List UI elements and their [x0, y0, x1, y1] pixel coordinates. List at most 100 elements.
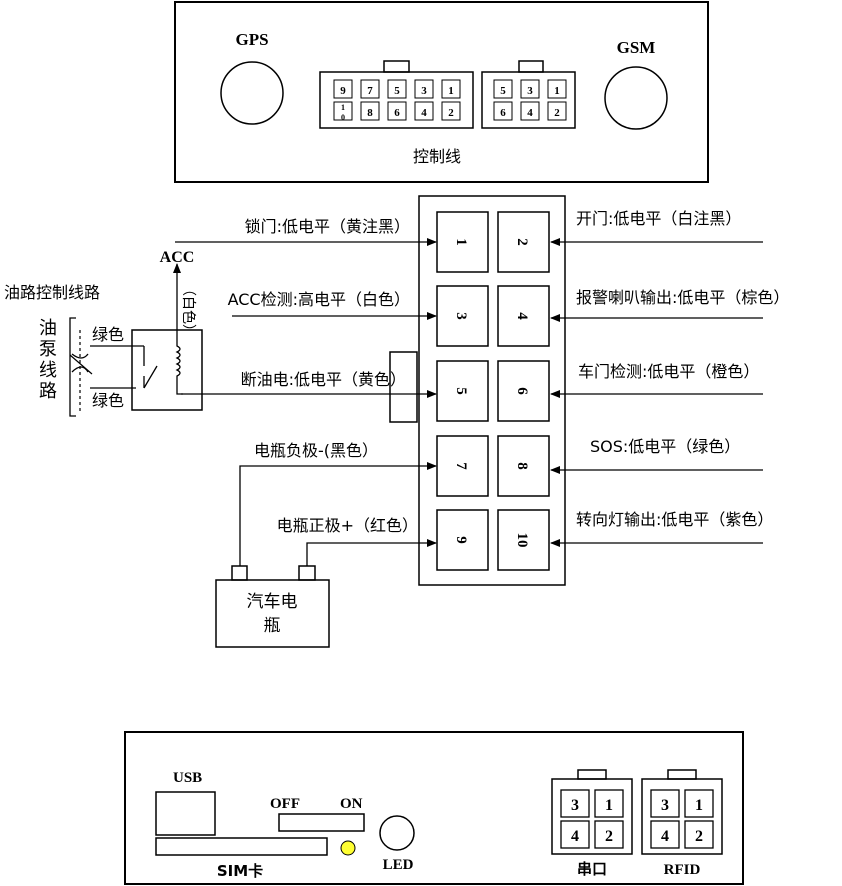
- fuel-control-circuit: 油路控制线路 油 泵 线 路 绿色 绿色 ACC （白色）: [4, 249, 203, 417]
- wire-battery-pos-label: 电瓶正极+（红色）: [277, 516, 418, 535]
- pin-box: [497, 211, 550, 273]
- relay-switch-icon: [143, 365, 158, 389]
- conn-pin: 5: [500, 85, 506, 97]
- wire-turn-signal: 转向灯输出:低电平（紫色）: [550, 510, 773, 547]
- gps-label: GPS: [235, 30, 268, 49]
- pin-box: [436, 211, 489, 273]
- pin-box: [436, 285, 489, 347]
- wire-door-detect-label: 车门检测:低电平（橙色）: [578, 362, 759, 381]
- pin-number: 5: [453, 387, 469, 395]
- pin-box: [497, 435, 550, 497]
- serial-label: 串口: [577, 860, 607, 878]
- wire-alarm-horn-label: 报警喇叭输出:低电平（棕色）: [576, 288, 789, 307]
- pin-box: [436, 435, 489, 497]
- switch-off-label: OFF: [270, 796, 300, 812]
- conn-pin: 6: [500, 107, 506, 119]
- pin-number: 2: [514, 238, 530, 246]
- conn-pin: 4: [527, 107, 533, 119]
- bottom-device-panel: USB OFF ON SIM卡 LED 3 1 4 2 串口: [124, 731, 744, 885]
- battery-label-line1: 汽车电: [247, 592, 298, 612]
- pin-number: 8: [514, 462, 530, 470]
- serial-pin: 3: [571, 797, 579, 814]
- pin-block: 1 2 3 4 5 6 7 8 9 10: [389, 195, 566, 586]
- fuel-circuit-title: 油路控制线路: [4, 283, 100, 302]
- conn-pin: 1: [554, 85, 560, 97]
- wire-battery-pos: 电瓶正极+（红色）: [277, 516, 437, 566]
- pin-number: 10: [514, 533, 530, 548]
- led-indicator-icon: [340, 840, 356, 856]
- led-label: LED: [383, 857, 414, 873]
- conn-pin: 3: [421, 85, 427, 97]
- rfid-pin: 2: [695, 828, 703, 845]
- relay-box: [131, 329, 203, 411]
- pin-box: [436, 360, 489, 422]
- wire-lock-label: 锁门:低电平（黄注黑）: [245, 217, 410, 236]
- serial-port-connector: 3 1 4 2: [551, 769, 633, 855]
- wire-battery-neg: 电瓶负极-(黑色）: [239, 441, 437, 566]
- wire-alarm-horn: 报警喇叭输出:低电平（棕色）: [550, 288, 789, 322]
- led-window: [379, 815, 415, 851]
- conn-pin-10-bottom: 0: [341, 113, 345, 122]
- pump-label-char: 路: [39, 381, 57, 402]
- pin-box: [497, 285, 550, 347]
- green-wire-top-label: 绿色: [92, 325, 124, 344]
- wire-cut-icon: [71, 353, 89, 359]
- pin-number: 6: [514, 387, 530, 395]
- relay-coil-icon: [175, 336, 181, 390]
- conn-pin: 1: [448, 85, 454, 97]
- wire-turn-signal-label: 转向灯输出:低电平（紫色）: [576, 510, 773, 529]
- gsm-label: GSM: [617, 38, 656, 57]
- top-device-panel: GPS GSM 9 7 5 3 1 1 0 8 6 4: [174, 1, 709, 183]
- pin-number: 3: [453, 312, 469, 320]
- battery-label-line2: 瓶: [264, 616, 281, 636]
- usb-label: USB: [173, 770, 202, 786]
- wire-unlock-label: 开门:低电平（白注黑）: [576, 209, 741, 228]
- acc-label: ACC: [160, 249, 195, 266]
- car-battery: 汽车电 瓶: [215, 565, 330, 648]
- conn-pin: 4: [421, 107, 427, 119]
- wire-sos: SOS:低电平（绿色）: [550, 437, 763, 474]
- sim-card-slot: [155, 837, 328, 856]
- conn-pin: 3: [527, 85, 533, 97]
- control-connector-10pin: 9 7 5 3 1 1 0 8 6 4 2: [319, 60, 474, 129]
- rfid-connector: 3 1 4 2: [641, 769, 723, 855]
- conn-pin-10-top: 1: [341, 103, 345, 112]
- control-connector-6pin: 5 3 1 6 4 2: [481, 60, 576, 129]
- pin-number: 9: [453, 536, 469, 544]
- control-line-label: 控制线: [413, 147, 461, 166]
- white-wire-label: （白色）: [180, 282, 197, 338]
- wire-battery-neg-label: 电瓶负极-(黑色）: [254, 441, 378, 460]
- serial-pin: 4: [571, 828, 579, 845]
- serial-pin: 2: [605, 828, 613, 845]
- wire-acc-detect: ACC检测:高电平（白色）: [228, 290, 437, 320]
- wire-unlock: 开门:低电平（白注黑）: [550, 209, 763, 246]
- battery-neg-terminal: [231, 565, 248, 581]
- pin-box: [497, 509, 550, 571]
- pin-number: 7: [453, 462, 469, 470]
- pump-label-char: 泵: [39, 339, 57, 360]
- rfid-pin: 4: [661, 828, 669, 845]
- wire-lock: 锁门:低电平（黄注黑）: [175, 217, 437, 246]
- battery-pos-terminal: [298, 565, 316, 581]
- sim-label: SIM卡: [217, 862, 263, 880]
- pin-number: 1: [453, 238, 469, 246]
- pin-box: [436, 509, 489, 571]
- relay-connection-clamp: [389, 351, 418, 423]
- gsm-antenna-port: [604, 66, 668, 130]
- wire-door-detect: 车门检测:低电平（橙色）: [550, 362, 763, 398]
- power-switch: [278, 813, 365, 832]
- conn-pin: 8: [367, 107, 373, 119]
- conn-pin: 2: [554, 107, 560, 119]
- conn-pin: 7: [367, 85, 373, 97]
- usb-port: [155, 791, 216, 836]
- wire-acc-detect-label: ACC检测:高电平（白色）: [228, 290, 410, 309]
- rfid-pin: 3: [661, 797, 669, 814]
- conn-pin: 5: [394, 85, 400, 97]
- serial-pin: 1: [605, 797, 613, 814]
- switch-on-label: ON: [340, 796, 363, 812]
- gps-antenna-port: [220, 61, 284, 125]
- wire-sos-label: SOS:低电平（绿色）: [590, 437, 740, 456]
- wire-fuel-cut: 断油电:低电平（黄色）: [181, 370, 437, 398]
- rfid-label: RFID: [664, 862, 701, 878]
